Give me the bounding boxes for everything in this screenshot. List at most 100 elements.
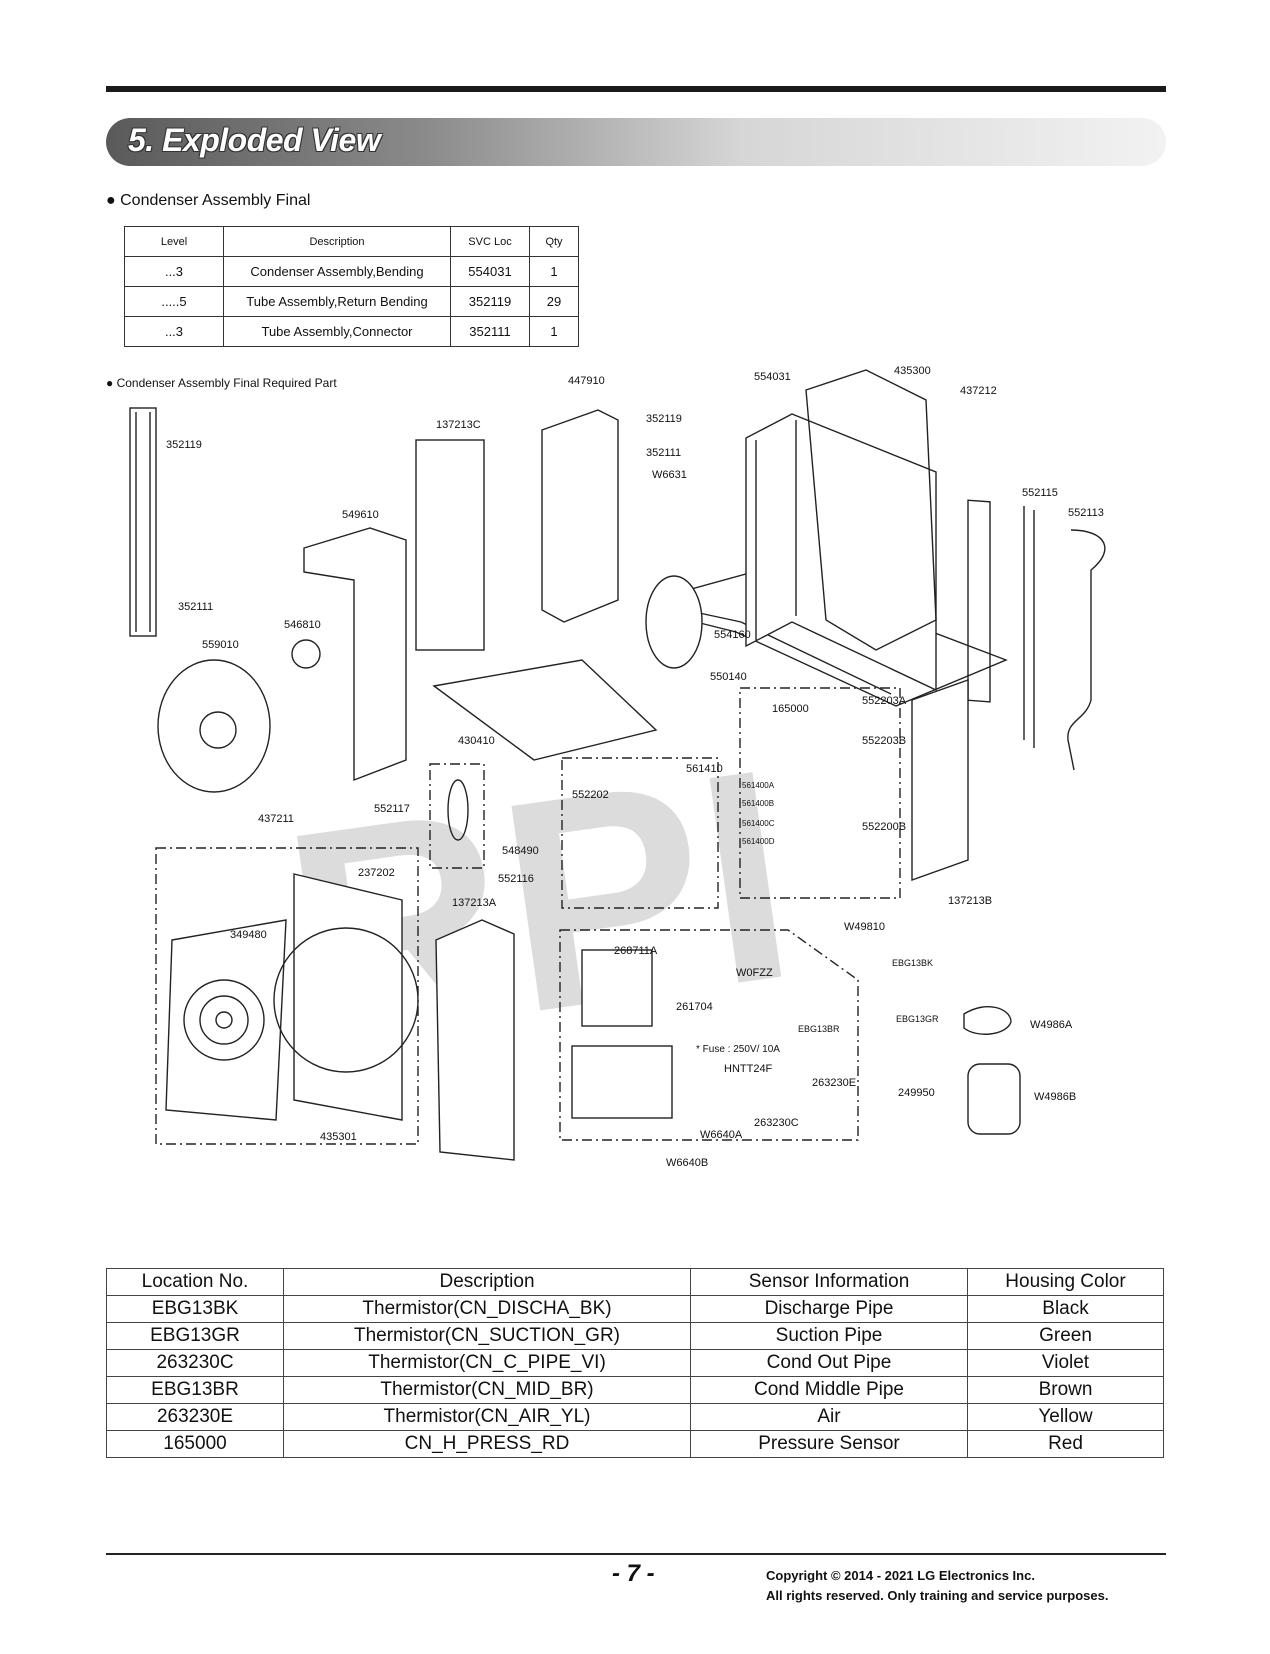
- part-label: 430410: [458, 735, 495, 747]
- front-grille: [165, 919, 287, 1121]
- part-label: W4986A: [1030, 1019, 1073, 1031]
- col-header: Location No.: [106, 1268, 284, 1296]
- cell: 1: [529, 256, 579, 287]
- cell: Brown: [967, 1376, 1164, 1404]
- main-pcb: [581, 949, 653, 1027]
- return-bend-strip: [129, 407, 157, 637]
- part-label: * Fuse : 250V/ 10A: [696, 1044, 780, 1055]
- part-label: 268711A: [614, 945, 658, 957]
- cell: Discharge Pipe: [690, 1295, 968, 1323]
- copyright: Copyright © 2014 - 2021 LG Electronics I…: [766, 1566, 1108, 1606]
- part-label: W0FZZ: [736, 967, 773, 979]
- cell: CN_H_PRESS_RD: [283, 1430, 691, 1458]
- cell: Thermistor(CN_DISCHA_BK): [283, 1295, 691, 1323]
- part-label: 552113: [1068, 507, 1104, 519]
- motor-mount: [303, 527, 407, 782]
- exploded-view-diagram: RPI: [129, 365, 1106, 1169]
- part-label: 352119: [646, 413, 682, 425]
- part-label: HNTT24F: [724, 1063, 773, 1075]
- cell: Thermistor(CN_C_PIPE_VI): [283, 1349, 691, 1377]
- top-rule: [106, 86, 1166, 92]
- part-label: 549610: [342, 509, 379, 521]
- part-label: 437211: [258, 813, 294, 825]
- bottom-rule: [106, 1553, 1166, 1555]
- part-label: 263230C: [754, 1117, 799, 1129]
- part-label: 552115: [1022, 487, 1058, 499]
- sensor-box: [739, 687, 901, 899]
- part-label: 548490: [502, 845, 539, 857]
- part-label: 552116: [498, 873, 534, 885]
- condenser-parts-table: Level Description SVC Loc Qty ...3 Conde…: [124, 226, 579, 347]
- table-row: 263230C Thermistor(CN_C_PIPE_VI) Cond Ou…: [106, 1349, 1164, 1377]
- part-label: 435300: [894, 365, 931, 377]
- cell: Green: [967, 1322, 1164, 1350]
- table-row: EBG13BR Thermistor(CN_MID_BR) Cond Middl…: [106, 1376, 1164, 1404]
- part-label: EBG13GR: [896, 1014, 939, 1024]
- insulation-b: [967, 1063, 1021, 1135]
- part-label: 554031: [754, 371, 791, 383]
- insulation-a: [963, 1006, 1012, 1035]
- part-label: 546810: [284, 619, 321, 631]
- cell: .....5: [124, 286, 224, 317]
- cell: 352111: [450, 316, 530, 347]
- pcb-box: [559, 929, 859, 1141]
- cell: Pressure Sensor: [690, 1430, 968, 1458]
- part-label: 552200B: [862, 821, 906, 833]
- table-row: 263230E Thermistor(CN_AIR_YL) Air Yellow: [106, 1403, 1164, 1431]
- base-pan: [432, 659, 658, 761]
- part-label: 352119: [166, 439, 202, 451]
- cell: 554031: [450, 256, 530, 287]
- pipe-552115: [1023, 506, 1035, 748]
- part-label: 249950: [898, 1087, 935, 1099]
- side-strip: [967, 499, 991, 703]
- col-header: Housing Color: [967, 1268, 1164, 1296]
- fan-blade: [157, 659, 271, 793]
- cell: 263230E: [106, 1403, 284, 1431]
- frame-447910: [541, 409, 619, 623]
- sub-pcb: [571, 1045, 673, 1119]
- part-label: W6640A: [700, 1129, 743, 1141]
- col-header: Description: [223, 226, 451, 257]
- cell: Thermistor(CN_AIR_YL): [283, 1403, 691, 1431]
- table-row: .....5 Tube Assembly,Return Bending 3521…: [124, 286, 579, 317]
- part-label: 550140: [710, 671, 747, 683]
- control-cover-c: [415, 439, 485, 651]
- condenser-coil: [745, 413, 937, 692]
- part-label: 261704: [676, 1001, 713, 1013]
- part-label: 352111: [178, 601, 213, 613]
- part-label: 437212: [960, 385, 997, 397]
- col-header: SVC Loc: [450, 226, 530, 257]
- fan-motor: [291, 639, 321, 669]
- part-label: W4986B: [1034, 1091, 1076, 1103]
- valve-box: [561, 757, 719, 909]
- cell: EBG13BK: [106, 1295, 284, 1323]
- part-label: 561400A: [742, 781, 775, 790]
- section-banner: [106, 118, 1166, 166]
- part-label: 552202: [572, 789, 609, 801]
- compressor: [645, 575, 703, 669]
- col-header: Sensor Information: [690, 1268, 968, 1296]
- cell: Tube Assembly,Connector: [223, 316, 451, 347]
- col-header: Level: [124, 226, 224, 257]
- part-label: 165000: [772, 703, 809, 715]
- col-header: Description: [283, 1268, 691, 1296]
- part-label: 561400B: [742, 799, 774, 808]
- sensor-table: Location No. Description Sensor Informat…: [106, 1268, 1164, 1458]
- pipe-552113: [1067, 529, 1106, 771]
- part-label: 561410: [686, 763, 723, 775]
- side-panel-b: [911, 679, 969, 881]
- part-label: 559010: [202, 639, 239, 651]
- front-cover-a: [435, 919, 515, 1161]
- cell: Cond Middle Pipe: [690, 1376, 968, 1404]
- part-label: 561400D: [742, 837, 775, 846]
- part-label: 237202: [358, 867, 395, 879]
- heading-condenser-assembly: ● Condenser Assembly Final: [106, 192, 311, 209]
- part-label: EBG13BK: [892, 958, 933, 968]
- part-label: 554160: [714, 629, 751, 641]
- part-label: 447910: [568, 375, 605, 387]
- cell: Suction Pipe: [690, 1322, 968, 1350]
- part-label: 137213C: [436, 419, 481, 431]
- cell: Black: [967, 1295, 1164, 1323]
- cell: ...3: [124, 316, 224, 347]
- section-title: 5. Exploded View: [128, 122, 381, 158]
